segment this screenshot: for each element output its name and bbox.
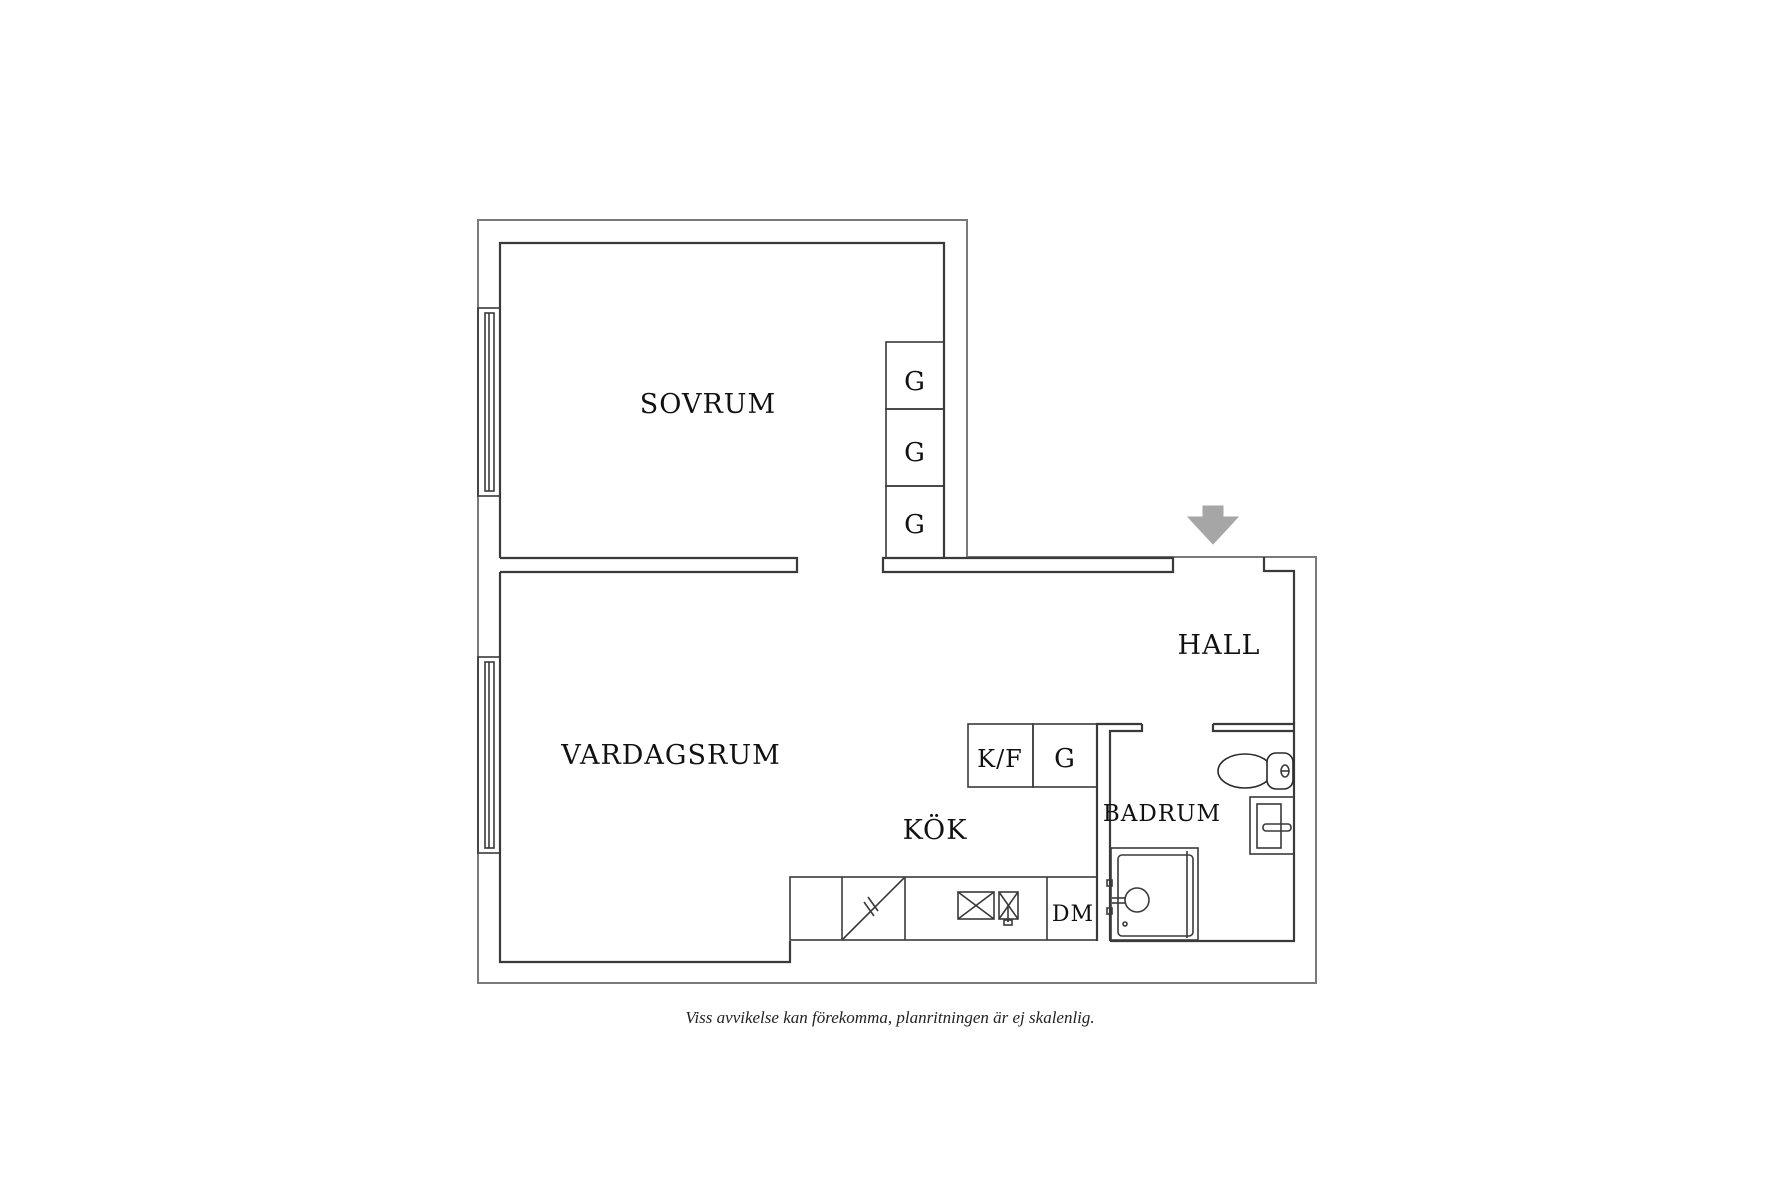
wardrobe-label-2: G (904, 438, 926, 468)
room-label-vardagsrum: VARDAGSRUM (560, 740, 780, 771)
kitchen-counter (789, 876, 1098, 941)
washbasin-icon (1249, 796, 1295, 855)
window-vardagsrum (477, 656, 501, 854)
entrance-arrow-icon (1186, 505, 1240, 545)
badrum-top-left (1095, 722, 1142, 941)
kitchen-wardrobe-label: G (1054, 744, 1076, 774)
sink-icon (957, 891, 1019, 926)
sovrum-wardrobes (885, 341, 945, 559)
toilet-icon (1217, 752, 1294, 790)
fridge-freezer-label: K/F (977, 745, 1023, 773)
dishwasher-label: DM (1052, 902, 1094, 927)
outer-wall (477, 219, 1317, 984)
window-sovrum (477, 307, 501, 497)
wardrobe-label-1: G (904, 367, 926, 397)
sovrum-vardagsrum-wall-left (500, 556, 799, 574)
shower-icon (1106, 847, 1199, 941)
room-label-kok: KÖK (903, 812, 968, 846)
kitchen-badrum-wall (1108, 724, 1144, 941)
room-label-hall: HALL (1178, 630, 1261, 661)
stove-icon (842, 877, 905, 940)
badrum-top-right (1110, 722, 1296, 943)
disclaimer-text: Viss avvikelse kan förekomma, planritnin… (685, 1008, 1095, 1027)
room-label-sovrum: SOVRUM (640, 389, 776, 420)
room-label-badrum: BADRUM (1103, 801, 1221, 827)
sovrum-hall-wall (881, 556, 1175, 574)
wardrobe-label-3: G (904, 510, 926, 540)
hall-right-stub (1262, 557, 1296, 724)
kitchen-upper-cabinets (967, 723, 1098, 788)
